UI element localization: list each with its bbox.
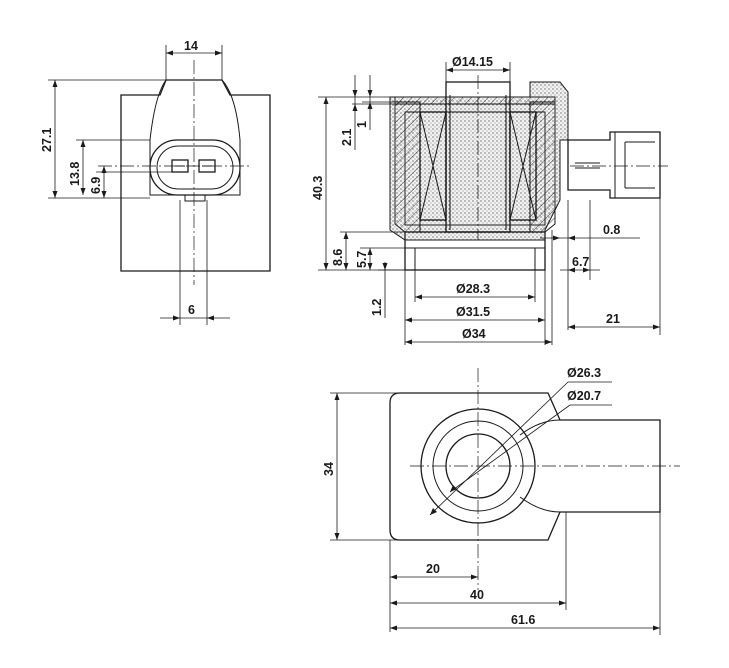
top-connector-neck [519, 419, 561, 513]
connector-socket [149, 139, 241, 196]
bobbin-frame-left [394, 101, 421, 233]
front-bottom-tab [184, 194, 206, 202]
dim-5-7: 5.7 [355, 251, 369, 268]
dim-6: 6 [188, 303, 195, 317]
dim-1-2: 1.2 [370, 299, 384, 316]
front-view: 14 27.1 13.8 6.9 6 [40, 39, 271, 325]
dim-dia-31-5: Ø31.5 [456, 305, 490, 319]
dim-21: 21 [606, 312, 620, 326]
dim-6-9: 6.9 [89, 177, 103, 194]
dim-dia-34: Ø34 [462, 327, 486, 341]
dim-dia-26-3: Ø26.3 [567, 366, 601, 380]
top-view: Ø26.3 Ø20.7 34 20 40 61.6 [322, 366, 680, 635]
dim-0-8: 0.8 [603, 223, 620, 237]
connector-socket-inner [156, 145, 234, 190]
dim-27-1: 27.1 [40, 128, 54, 152]
dim-20: 20 [426, 562, 440, 576]
bobbin-frame-top [394, 96, 556, 105]
dim-61-6: 61.6 [511, 613, 535, 627]
dim-dia-20-7: Ø20.7 [567, 389, 601, 403]
dim-8-6: 8.6 [331, 249, 345, 266]
top-body-outline [389, 392, 661, 541]
front-connector-tab [149, 79, 241, 196]
section-view: Ø14.15 40.3 2.1 1 8.6 5.7 1.2 [311, 55, 668, 345]
dim-6-7: 6.7 [572, 255, 589, 269]
dim-40: 40 [470, 588, 484, 602]
dim-1: 1 [355, 121, 369, 128]
dim-13-8: 13.8 [68, 162, 82, 186]
dim-14: 14 [184, 39, 198, 53]
base-ring [404, 231, 546, 271]
dim-40-3: 40.3 [311, 176, 325, 200]
dim-dia-28-3: Ø28.3 [456, 282, 490, 296]
front-body-outline [120, 79, 271, 272]
dim-2-1: 2.1 [340, 129, 354, 146]
dim-dia-14-15: Ø14.15 [452, 55, 493, 69]
dim-34: 34 [322, 462, 336, 476]
